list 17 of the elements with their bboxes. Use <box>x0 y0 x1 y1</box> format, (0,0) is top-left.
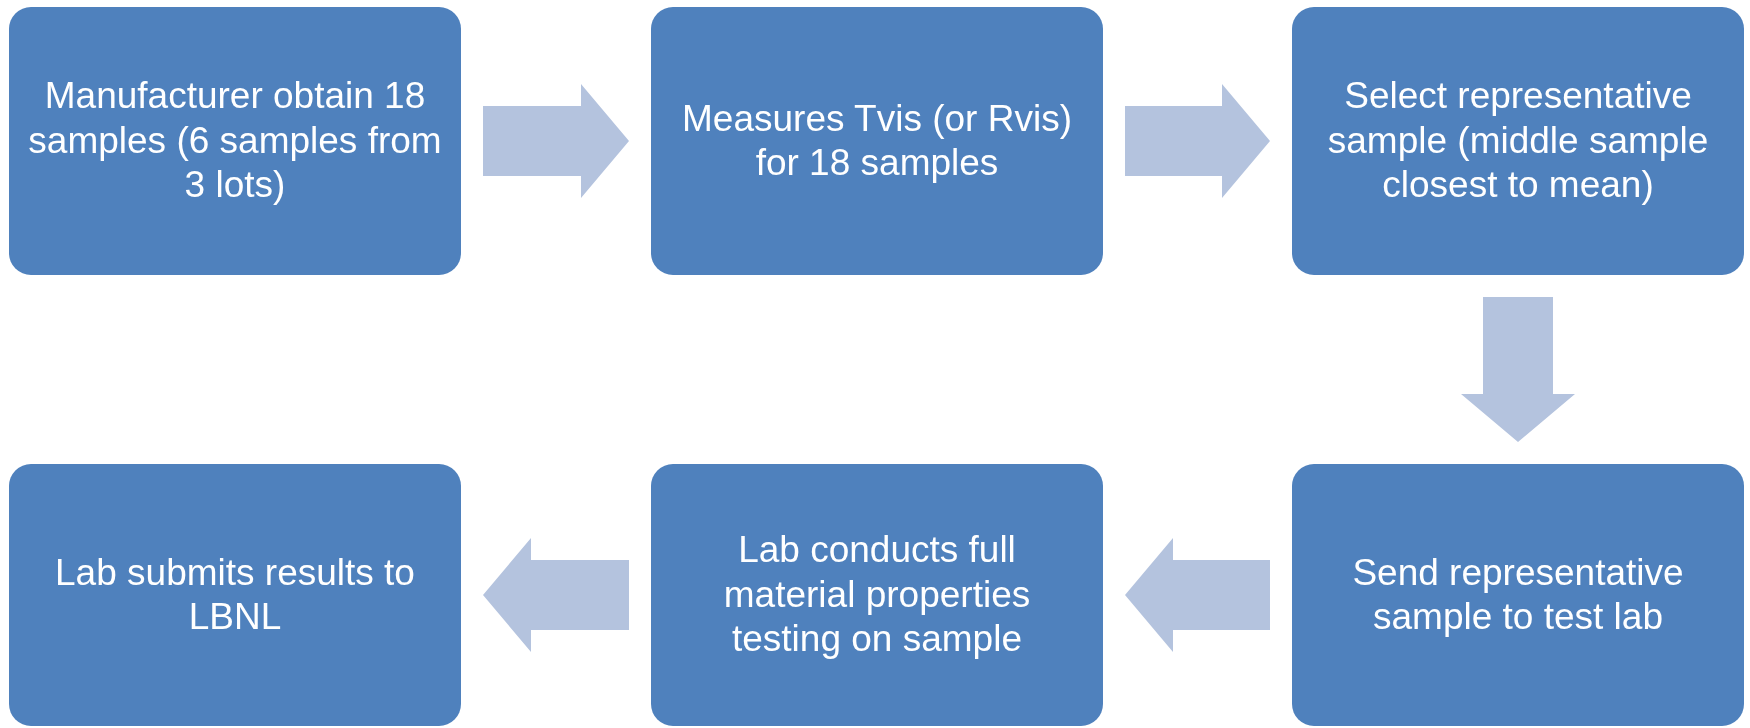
block-arrow <box>1125 538 1270 652</box>
block-arrow <box>1461 297 1575 442</box>
block-arrow <box>1125 84 1270 198</box>
process-box <box>1292 7 1744 275</box>
box-text: Select representative sample (middle sample closest to mean) <box>1326 74 1710 208</box>
process-box <box>651 464 1103 726</box>
box-text: Lab submits results to LBNL <box>54 550 416 639</box>
box-text: Send representative sample to test lab <box>1351 550 1685 639</box>
block-arrow <box>483 538 629 652</box>
process-box <box>1292 464 1744 726</box>
box-text: Manufacturer obtain 18 samples (6 samples from 3 lots) <box>27 74 443 208</box>
box-text: Lab conducts full material properties testing on sample <box>722 528 1032 662</box>
process-box <box>9 7 461 275</box>
process-box <box>9 464 461 726</box>
process-box <box>651 7 1103 275</box>
block-arrow <box>483 84 629 198</box>
box-text: Measures Tvis (or Rvis) for 18 samples <box>681 96 1073 185</box>
